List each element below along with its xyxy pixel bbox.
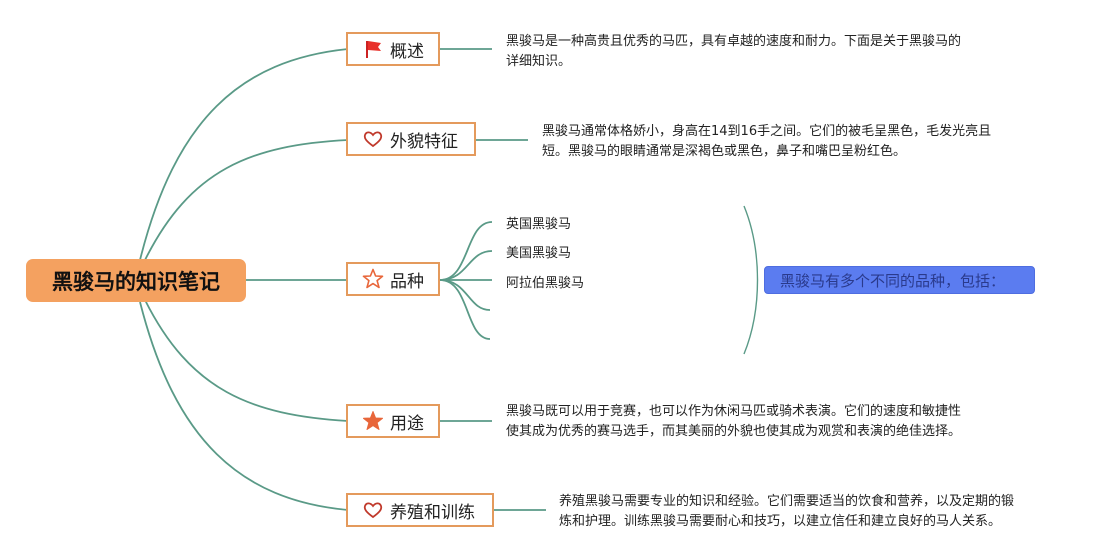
topic-breeding-label: 养殖和训练 — [390, 502, 475, 523]
topic-appearance[interactable]: 外貌特征 — [346, 122, 476, 156]
breed-item: 英国黑骏马 — [506, 217, 572, 232]
red-flag-icon — [362, 38, 384, 60]
link-breed-1 — [439, 221, 493, 281]
link-root-uses — [144, 299, 349, 422]
breeding-text: 养殖黑骏马需要专业的知识和经验。它们需要适当的饮食和营养，以及定期的锻 炼和护理… — [559, 492, 1014, 532]
topic-uses-label: 用途 — [390, 413, 424, 434]
link-breed-5 — [439, 279, 491, 340]
link-root-breeding — [139, 301, 349, 511]
appearance-text-line-2: 短。黑骏马的眼睛通常是深褐色或黑色，鼻子和嘴巴呈粉红色。 — [542, 144, 907, 159]
breeding-text-line-1: 养殖黑骏马需要专业的知识和经验。它们需要适当的饮食和营养，以及定期的锻 — [559, 494, 1015, 509]
breed-item: 阿拉伯黑骏马 — [506, 276, 585, 291]
uses-text-line-2: 使其成为优秀的赛马选手，而其美丽的外貌也使其成为观赏和表演的绝佳选择。 — [506, 424, 962, 439]
overview-text-line-1: 黑骏马是一种高贵且优秀的马匹，具有卓越的速度和耐力。下面是关于黑骏马的 — [506, 34, 962, 49]
heart-outline-icon — [362, 128, 384, 150]
topic-breeds-label: 品种 — [390, 271, 424, 292]
appearance-text: 黑骏马通常体格娇小，身高在14到16手之间。它们的被毛呈黑色，毛发光亮且 短。黑… — [542, 122, 991, 162]
uses-text-line-1: 黑骏马既可以用于竞赛，也可以作为休闲马匹或骑术表演。它们的速度和敏捷性 — [506, 404, 962, 419]
topic-overview-label: 概述 — [390, 41, 424, 62]
root-topic[interactable]: 黑骏马的知识笔记 — [26, 259, 246, 302]
heart-outline-icon — [362, 499, 384, 521]
uses-text: 黑骏马既可以用于竞赛，也可以作为休闲马匹或骑术表演。它们的速度和敏捷性 使其成为… — [506, 402, 961, 442]
link-root-overview — [139, 48, 349, 261]
topic-overview[interactable]: 概述 — [346, 32, 440, 66]
topic-breeding[interactable]: 养殖和训练 — [346, 493, 494, 527]
summary-bracket — [743, 205, 759, 355]
star-outline-icon — [362, 268, 384, 290]
overview-text-line-2: 详细知识。 — [506, 54, 572, 69]
star-filled-icon — [362, 410, 384, 432]
topic-uses[interactable]: 用途 — [346, 404, 440, 438]
breed-item: 美国黑骏马 — [506, 246, 572, 261]
appearance-text-line-1: 黑骏马通常体格娇小，身高在14到16手之间。它们的被毛呈黑色，毛发光亮且 — [542, 124, 992, 139]
topic-appearance-label: 外貌特征 — [390, 131, 458, 152]
breeds-summary[interactable]: 黑骏马有多个不同的品种，包括： — [764, 266, 1035, 294]
breeding-text-line-2: 炼和护理。训练黑骏马需要耐心和技巧，以建立信任和建立良好的马人关系。 — [559, 514, 1002, 529]
overview-text: 黑骏马是一种高贵且优秀的马匹，具有卓越的速度和耐力。下面是关于黑骏马的 详细知识… — [506, 32, 961, 72]
breeds-summary-label: 黑骏马有多个不同的品种，包括： — [780, 271, 1006, 290]
root-topic-label: 黑骏马的知识笔记 — [52, 269, 220, 294]
link-root-appearance — [144, 139, 349, 261]
topic-breeds[interactable]: 品种 — [346, 262, 440, 296]
